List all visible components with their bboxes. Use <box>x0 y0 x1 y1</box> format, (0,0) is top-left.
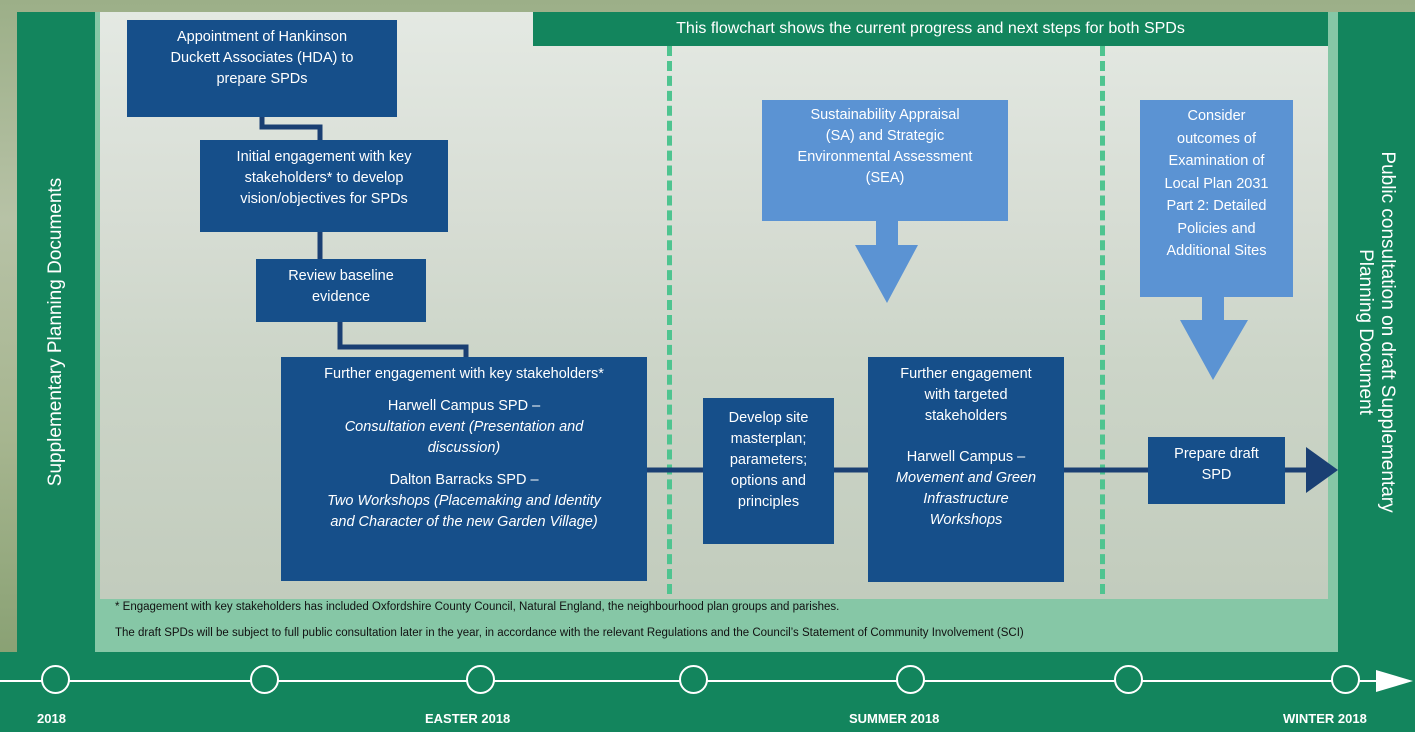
prepare-line-2: SPD <box>1201 467 1232 483</box>
box-consider-outcomes: Consider outcomes of Examination of Loca… <box>1140 100 1293 297</box>
harwell-campus-detail-line-3: Workshops <box>929 512 1003 528</box>
harwell-campus-detail-line-1: Movement and Green <box>895 470 1037 486</box>
box-review-baseline: Review baseline evidence <box>256 259 426 322</box>
connector-appointment-initial <box>259 117 323 140</box>
box-appointment-line-3: prepare SPDs <box>216 71 308 87</box>
arrow-to-public-consultation <box>1306 447 1338 493</box>
timeline-node-1 <box>41 665 70 694</box>
timeline-node-2 <box>250 665 279 694</box>
box-prepare-draft: Prepare draft SPD <box>1148 437 1285 504</box>
consider-line-1: Consider <box>1187 108 1246 124</box>
consider-line-2: outcomes of <box>1177 130 1256 147</box>
footnote-engagement: * Engagement with key stakeholders has i… <box>115 601 840 613</box>
box-appointment-line-1: Appointment of Hankinson <box>176 29 348 45</box>
connector-review-further <box>337 322 469 357</box>
timeline-label-easter: EASTER 2018 <box>425 711 511 726</box>
develop-line-1: Develop site <box>728 410 809 426</box>
consider-line-4: Local Plan 2031 <box>1164 175 1269 192</box>
consider-line-5: Part 2: Detailed <box>1166 198 1267 214</box>
timeline-node-6 <box>1114 665 1143 694</box>
arrow-sa-sea-down <box>855 221 918 303</box>
box-targeted-engagement: Further engagement with targeted stakeho… <box>868 357 1064 582</box>
dalton-spd-detail-line-1: Two Workshops (Placemaking and Identity <box>327 493 601 509</box>
harwell-campus-detail-line-2: Infrastructure <box>923 491 1009 507</box>
timeline-arrow-head <box>1376 670 1413 692</box>
further-engagement-title: Further engagement with key stakeholders… <box>324 366 604 382</box>
prepare-line-1: Prepare draft <box>1174 446 1259 462</box>
box-sa-sea: Sustainability Appraisal (SA) and Strate… <box>762 100 1008 221</box>
divider-dashed-line-1 <box>667 46 672 594</box>
box-initial-line-2: stakeholders* to develop <box>244 170 404 186</box>
sa-sea-line-4: (SEA) <box>865 170 905 186</box>
left-side-panel <box>17 12 95 652</box>
develop-line-2: masterplan; <box>730 431 807 447</box>
box-appointment-line-2: Duckett Associates (HDA) to <box>170 50 354 66</box>
consider-line-3: Examination of <box>1168 153 1265 169</box>
timeline-bar <box>0 652 1415 732</box>
box-appointment: Appointment of Hankinson Duckett Associa… <box>127 20 397 117</box>
flowchart-header: This flowchart shows the current progres… <box>533 12 1328 46</box>
timeline-label-winter: WINTER 2018 <box>1283 711 1367 726</box>
timeline-label-summer: SUMMER 2018 <box>849 711 940 726</box>
timeline-node-5 <box>896 665 925 694</box>
harwell-spd-detail-line-1: Consultation event (Presentation and <box>344 419 584 435</box>
box-further-engagement: Further engagement with key stakeholders… <box>281 357 647 581</box>
targeted-title-line-3: stakeholders <box>924 408 1008 424</box>
timeline-node-3 <box>466 665 495 694</box>
develop-line-5: principles <box>737 494 800 510</box>
sa-sea-line-2: (SA) and Strategic <box>825 128 945 144</box>
harwell-spd-title: Harwell Campus SPD – <box>387 398 541 414</box>
dalton-spd-title: Dalton Barracks SPD – <box>389 472 539 488</box>
box-review-line-1: Review baseline <box>288 268 394 284</box>
consider-line-7: Additional Sites <box>1166 243 1267 259</box>
consider-line-6: Policies and <box>1177 220 1256 237</box>
box-initial-engagement: Initial engagement with key stakeholders… <box>200 140 448 232</box>
divider-dashed-line-2 <box>1100 46 1105 594</box>
box-develop-masterplan: Develop site masterplan; parameters; opt… <box>703 398 834 544</box>
box-initial-line-1: Initial engagement with key <box>236 149 412 165</box>
timeline-node-4 <box>679 665 708 694</box>
dalton-spd-detail-line-2: and Character of the new Garden Village) <box>330 514 598 530</box>
targeted-title-line-1: Further engagement <box>900 366 1032 382</box>
targeted-title-line-2: with targeted <box>924 387 1008 403</box>
timeline-node-7 <box>1331 665 1360 694</box>
right-side-panel <box>1338 12 1415 652</box>
sa-sea-line-1: Sustainability Appraisal <box>810 107 960 123</box>
sa-sea-line-3: Environmental Assessment <box>797 149 973 165</box>
arrow-consider-down <box>1180 297 1248 380</box>
box-initial-line-3: vision/objectives for SPDs <box>240 191 408 207</box>
harwell-spd-detail-line-2: discussion) <box>427 440 501 456</box>
harwell-campus-title: Harwell Campus – <box>906 449 1026 465</box>
develop-line-3: parameters; <box>729 452 808 468</box>
timeline-label-2018: 2018 <box>37 711 66 726</box>
develop-line-4: options and <box>731 473 806 489</box>
box-review-line-2: evidence <box>311 289 371 305</box>
footnote-consultation: The draft SPDs will be subject to full p… <box>115 627 1024 639</box>
